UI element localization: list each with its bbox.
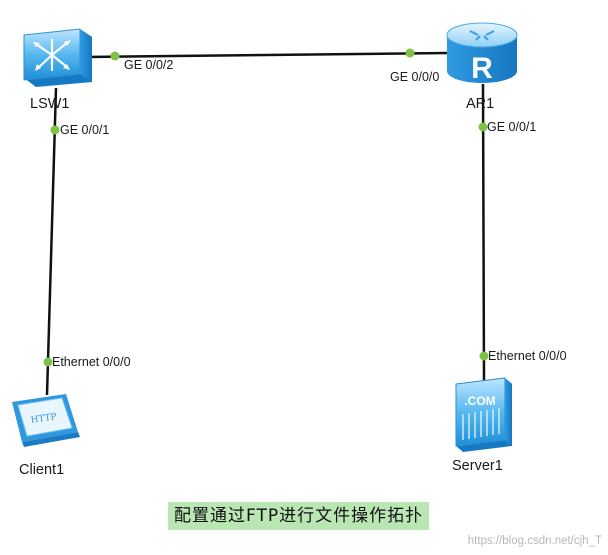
port-label-ar1-ge000: GE 0/0/0 [390, 70, 439, 84]
client-screen-text: HTTP [30, 412, 57, 426]
port-dot-lsw1-ge002 [110, 51, 120, 61]
http-client-icon[interactable]: HTTP [12, 394, 80, 447]
port-dot-lsw1-ge001 [50, 125, 60, 135]
device-label-client1: Client1 [19, 462, 64, 478]
router-icon[interactable]: R [446, 22, 518, 85]
port-dot-client1-eth [43, 357, 53, 367]
svg-text:R: R [471, 52, 493, 85]
link-ar1-server1 [481, 83, 486, 383]
watermark: https://blog.csdn.net/cjh_T [467, 535, 602, 547]
switch-icon[interactable] [23, 28, 92, 87]
diagram-caption: 配置通过FTP进行文件操作拓扑 [168, 502, 430, 530]
port-dot-ar1-ge001 [478, 122, 488, 132]
link-lsw1-client1 [45, 87, 58, 396]
port-label-client1-eth: Ethernet 0/0/0 [52, 355, 131, 369]
link-lsw1-ar1 [85, 51, 450, 59]
port-dot-server1-eth [479, 351, 489, 361]
device-label-lsw1: LSW1 [30, 96, 70, 112]
port-dot-ar1-ge000 [405, 48, 415, 58]
device-label-ar1: AR1 [466, 96, 494, 112]
device-label-server1: Server1 [452, 458, 503, 474]
port-label-ar1-ge001: GE 0/0/1 [487, 120, 536, 134]
port-label-lsw1-ge002: GE 0/0/2 [124, 58, 173, 72]
port-label-lsw1-ge001: GE 0/0/1 [60, 123, 109, 137]
server-icon[interactable]: .COM [455, 377, 512, 452]
port-label-server1-eth: Ethernet 0/0/0 [488, 349, 567, 363]
server-badge-text: .COM [464, 394, 495, 408]
